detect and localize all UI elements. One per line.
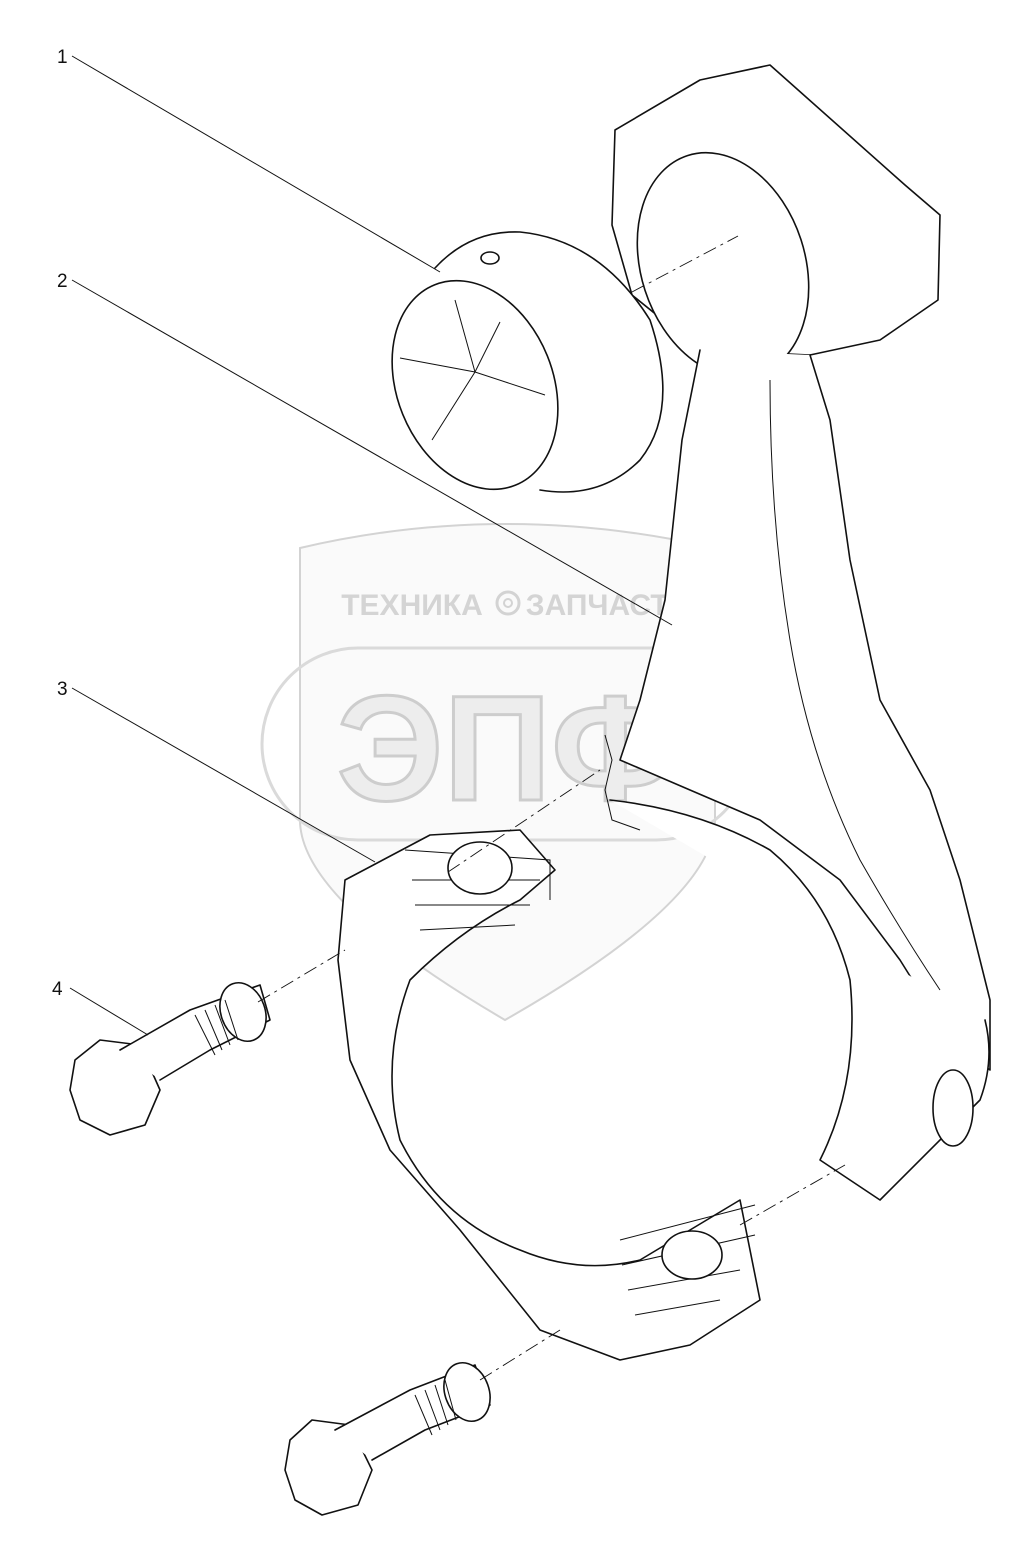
bolt-upper bbox=[69, 982, 271, 1136]
leader-1 bbox=[71, 55, 441, 273]
leader-4 bbox=[69, 987, 149, 1036]
callout-3: 3 bbox=[57, 679, 68, 700]
axis-lower-bolt-a bbox=[739, 1164, 846, 1226]
callout-2: 2 bbox=[57, 271, 68, 292]
callout-1: 1 bbox=[57, 47, 68, 68]
gear-icon bbox=[495, 590, 521, 616]
watermark-line1-left: ТЕХНИКА bbox=[341, 589, 483, 622]
bushing bbox=[391, 231, 664, 493]
bolt-lower bbox=[284, 1362, 491, 1516]
rod-cap bbox=[337, 829, 761, 1361]
axis-upper-bolt-a bbox=[447, 769, 601, 873]
axis-lower-bolt-b bbox=[479, 1329, 561, 1381]
axis-bushing bbox=[631, 235, 739, 293]
callout-4: 4 bbox=[52, 979, 63, 1000]
leader-3 bbox=[71, 687, 376, 863]
connecting-rod bbox=[604, 64, 991, 1201]
axis-upper-bolt-b bbox=[257, 949, 346, 1003]
leader-2 bbox=[71, 279, 673, 626]
